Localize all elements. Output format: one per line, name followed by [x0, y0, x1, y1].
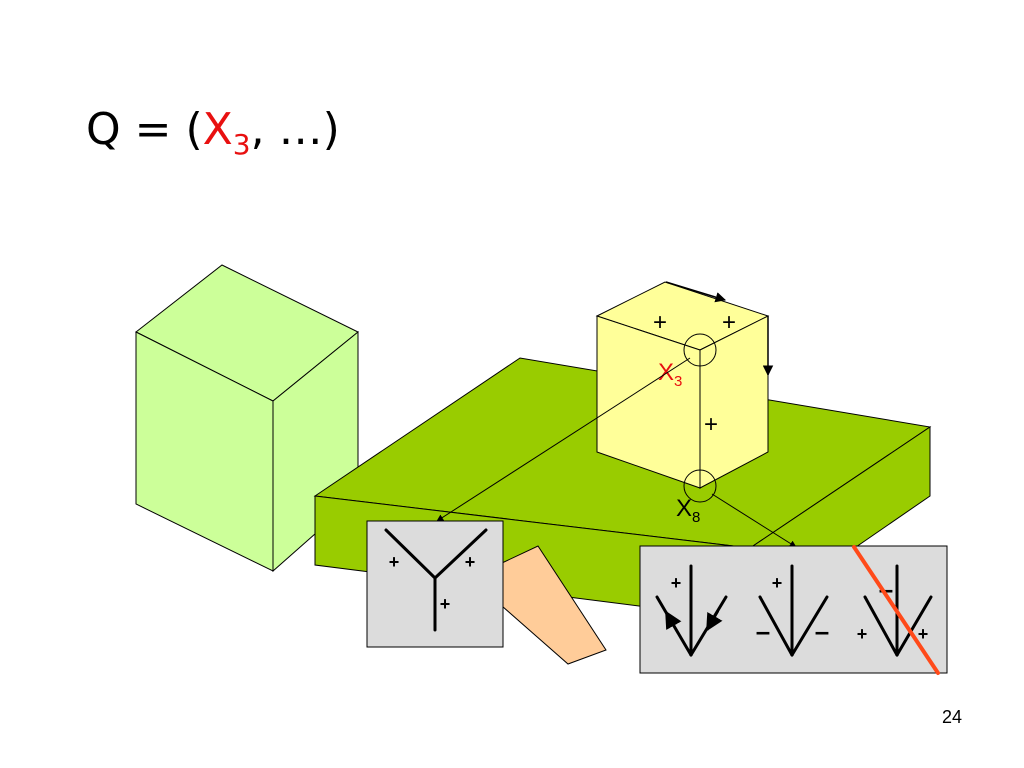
arrow-junction-2 — [758, 564, 829, 657]
cube-top-left-edge-label: + — [653, 309, 667, 336]
arrow-junction-2-right-label: – — [815, 616, 829, 646]
arrow-junction-3-strike-line — [852, 545, 940, 675]
y-junction-right-arm — [433, 528, 488, 580]
arrow-junction-3-stem-label: – — [879, 574, 893, 604]
y-junction-right-label: + — [465, 552, 476, 572]
cube-vertical-edge-label: + — [704, 411, 718, 438]
y-junction-stem-label: + — [440, 594, 451, 614]
arrow-junction-2-stem-label: + — [772, 573, 783, 593]
left-box — [135, 264, 359, 573]
wedge-slanted-face — [469, 545, 607, 665]
title-variable-subscript: 3 — [232, 128, 251, 161]
junction-x8-circle — [683, 469, 717, 503]
arrow-junction-3-right-arm — [895, 595, 933, 657]
cube-right-face — [699, 315, 769, 489]
arrow-junction-3-left-arm — [863, 595, 899, 657]
arrow-junction-2-right-arm — [790, 595, 829, 657]
cube-top-edge-arrow — [665, 281, 727, 303]
yellow-cube — [595, 281, 770, 489]
arrow-junction-3-right-label: + — [918, 624, 929, 644]
y-junction-left-label: + — [389, 552, 400, 572]
y-junction-left-arm — [384, 528, 437, 580]
slide-title: Q = (X3, …) — [86, 108, 340, 159]
title-variable: X3 — [202, 104, 251, 159]
x3-pointer-arrow — [436, 357, 691, 522]
title-prefix: Q = ( — [86, 104, 203, 155]
y-junction-symbol — [384, 528, 488, 632]
arrow-junction-2-left-arm — [758, 595, 794, 657]
arrow-junction-3-left-label: + — [857, 624, 868, 644]
arrow-junction-1-stem-label: + — [671, 573, 682, 593]
arrow-junction-2-left-label: – — [756, 616, 770, 646]
junction-x8-label: X8 — [676, 495, 700, 526]
y-junction-panel: + + + — [366, 520, 504, 648]
slide-number: 24 — [941, 707, 962, 727]
peach-wedge — [469, 545, 607, 665]
arrow-junction-1-right-direction — [705, 610, 723, 632]
title-variable-letter: X — [202, 104, 233, 155]
junction-x3-circle — [683, 333, 717, 367]
x8-pointer-arrow — [711, 493, 797, 548]
title-suffix: , …) — [250, 104, 340, 155]
arrow-junction-panel: + + – – – + + — [639, 545, 948, 675]
cube-top-right-edge-label: + — [722, 309, 736, 336]
arrow-junction-1-left-direction — [664, 610, 682, 634]
junction-x3-label: X3 — [658, 359, 682, 390]
